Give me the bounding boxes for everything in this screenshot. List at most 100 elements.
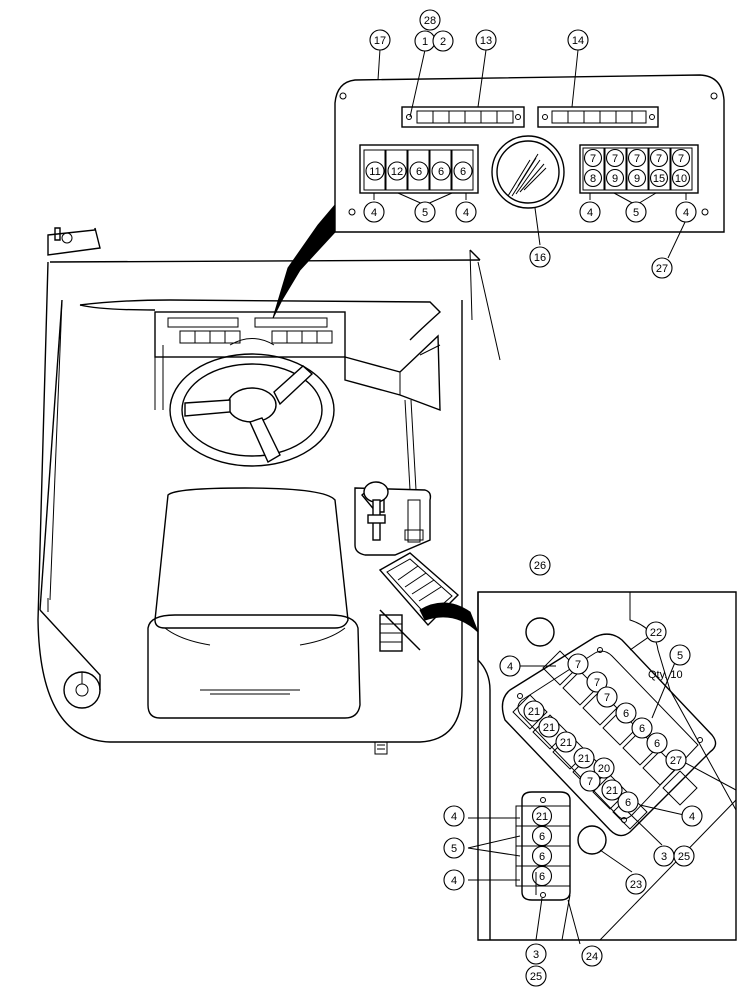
callout-24: 24 [581, 945, 603, 967]
callout-5-dash-right: 5 [625, 201, 647, 223]
steering-wheel [169, 338, 335, 467]
switch-label: 6 [625, 797, 631, 809]
callout-3-console: 3 [653, 845, 675, 867]
callout-22: 22 [645, 621, 667, 643]
indicator-strip-right [537, 106, 659, 128]
switch-label: 6 [416, 166, 422, 178]
callout-4-small-top: 4 [443, 805, 465, 827]
switch-label: 21 [543, 722, 555, 734]
dash-leader-lines [373, 48, 687, 259]
switch-label: 10 [675, 173, 687, 185]
switch-label: 21 [606, 785, 618, 797]
svg-text:17: 17 [374, 35, 386, 47]
switch-label: 6 [654, 738, 660, 750]
svg-text:22: 22 [650, 627, 662, 639]
switch-label: 20 [598, 763, 610, 775]
svg-text:4: 4 [451, 811, 457, 823]
switch-label: 7 [604, 692, 610, 704]
dash-panel-detail: 11 12 6 6 6 [334, 48, 725, 259]
svg-text:4: 4 [689, 811, 695, 823]
indicator-strip-left [401, 106, 525, 128]
shift-console [354, 481, 432, 556]
switch-label: 7 [612, 153, 618, 165]
callout-25-small: 25 [525, 965, 547, 987]
svg-text:4: 4 [683, 207, 689, 219]
callout-4-console-top: 4 [499, 655, 521, 677]
svg-text:25: 25 [678, 851, 690, 863]
quantity-note: Qty. 10 [648, 669, 683, 681]
switch-label: 11 [369, 166, 380, 178]
switch-label: 21 [536, 811, 548, 823]
operator-seat [147, 487, 361, 719]
callout-4-dash-right-b: 4 [675, 201, 697, 223]
switch-label: 21 [578, 753, 590, 765]
callout-16: 16 [529, 246, 551, 268]
svg-text:4: 4 [451, 875, 457, 887]
switch-label: 9 [612, 173, 618, 185]
callout-4-dash-left-b: 4 [455, 201, 477, 223]
callout-26: 26 [529, 554, 551, 576]
svg-text:3: 3 [661, 851, 667, 863]
right-switch-bank: 7 7 7 7 7 8 9 9 15 10 [579, 144, 699, 194]
svg-text:26: 26 [534, 560, 546, 572]
callout-28: 28 [419, 9, 441, 31]
callout-bubbles: 28 1 2 17 13 14 4 5 4 16 4 5 4 27 26 22 … [363, 9, 703, 987]
svg-text:5: 5 [451, 843, 457, 855]
switch-label: 6 [539, 831, 545, 843]
callout-14: 14 [567, 29, 589, 51]
switch-label: 6 [438, 166, 444, 178]
console-leader-lines [467, 631, 685, 945]
svg-text:24: 24 [586, 951, 598, 963]
svg-text:4: 4 [463, 207, 469, 219]
hole-26 [525, 617, 555, 647]
svg-text:13: 13 [480, 35, 492, 47]
svg-text:1: 1 [422, 36, 428, 48]
switch-label: 6 [639, 723, 645, 735]
svg-text:23: 23 [630, 879, 642, 891]
hole-23 [577, 825, 607, 855]
left-switch-bank: 11 12 6 6 6 [359, 144, 479, 194]
switch-label: 8 [590, 173, 596, 185]
switch-label: 6 [539, 871, 545, 883]
callout-2: 2 [432, 30, 454, 52]
callout-23: 23 [625, 873, 647, 895]
cab-overview [37, 227, 501, 755]
switch-label: 21 [560, 737, 572, 749]
switch-label: 6 [539, 851, 545, 863]
switch-label: 7 [575, 659, 581, 671]
callout-27-dash: 27 [651, 257, 673, 279]
callout-3-small: 3 [525, 943, 547, 965]
svg-text:4: 4 [507, 661, 513, 673]
switch-label: 6 [623, 708, 629, 720]
center-gauge [491, 135, 565, 209]
angled-switch-panel: 7 7 7 6 6 6 27 21 21 21 21 21 20 7 6 [501, 633, 717, 837]
callout-4-dash-left-a: 4 [363, 201, 385, 223]
svg-text:4: 4 [371, 207, 377, 219]
callout-13: 13 [475, 29, 497, 51]
callout-1: 1 [414, 30, 436, 52]
svg-text:2: 2 [440, 36, 446, 48]
switch-label: 7 [594, 677, 600, 689]
svg-text:5: 5 [633, 207, 639, 219]
switch-label: 7 [634, 153, 640, 165]
svg-text:27: 27 [656, 263, 668, 275]
detail-pointer-console [419, 602, 479, 633]
callout-4-console-bottom: 4 [681, 805, 703, 827]
svg-text:16: 16 [534, 252, 546, 264]
switch-label: 15 [653, 173, 665, 185]
switch-label: 6 [460, 166, 466, 178]
switch-label: 9 [634, 173, 640, 185]
svg-text:28: 28 [424, 15, 436, 27]
svg-text:3: 3 [533, 949, 539, 961]
switch-label: 7 [678, 153, 684, 165]
callout-5-console: 5 [669, 644, 691, 666]
callout-5-small: 5 [443, 837, 465, 859]
switch-label: 7 [590, 153, 596, 165]
svg-text:5: 5 [422, 207, 428, 219]
switch-label: 27 [670, 755, 682, 767]
svg-text:5: 5 [677, 650, 683, 662]
svg-text:14: 14 [572, 35, 584, 47]
callout-17: 17 [369, 29, 391, 51]
